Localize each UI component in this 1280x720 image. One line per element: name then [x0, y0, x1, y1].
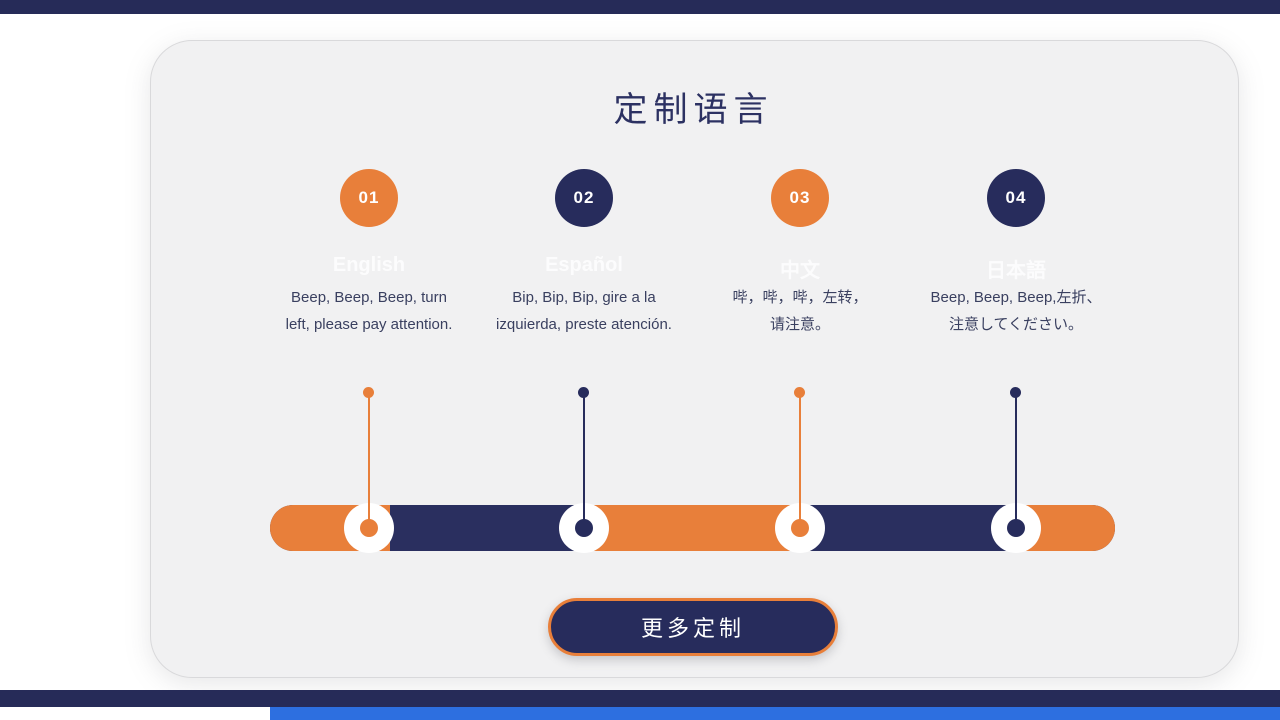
timeline-marker-dot: [1007, 519, 1025, 537]
description-line: 哔，哔，哔，左转，: [732, 289, 868, 306]
timeline-top-dot: [794, 387, 805, 398]
timeline-stem: [583, 397, 585, 528]
bottom-accent-line: [270, 707, 1280, 720]
language-label: English: [332, 254, 406, 276]
top-edge-strip: [0, 0, 1280, 14]
description-line: Bip, Bip, Bip, gire a la: [512, 289, 656, 306]
language-label: Español: [545, 254, 623, 276]
step-column-chinese: 03 中文 哔，哔，哔，左转， 请注意。: [694, 169, 906, 338]
step-number-badge: 01: [340, 169, 398, 227]
step-description: Bip, Bip, Bip, gire a la izquierda, pres…: [478, 284, 690, 338]
language-label: 中文: [780, 260, 820, 282]
timeline-marker-dot: [360, 519, 378, 537]
timeline-stem: [799, 397, 801, 528]
description-line: Beep, Beep, Beep,左折、: [930, 289, 1102, 306]
step-description: 哔，哔，哔，左转， 请注意。: [694, 284, 906, 338]
description-line: izquierda, preste atención.: [496, 316, 672, 333]
section-title: 定制语言: [613, 91, 774, 129]
timeline-top-dot: [363, 387, 374, 398]
timeline-marker-dot: [575, 519, 593, 537]
step-number-badge: 02: [555, 169, 613, 227]
step-description: Beep, Beep, Beep,左折、 注意してください。: [910, 284, 1122, 338]
timeline-stem: [368, 397, 370, 528]
language-section-card: [150, 40, 1239, 678]
timeline-orange-segment: [584, 505, 800, 551]
description-line: 注意してください。: [948, 316, 1084, 333]
step-number-badge: 04: [987, 169, 1045, 227]
step-column-spanish: 02 Español Bip, Bip, Bip, gire a la izqu…: [478, 169, 690, 338]
description-line: left, please pay attention.: [285, 316, 453, 333]
timeline-top-dot: [1010, 387, 1021, 398]
description-line: Beep, Beep, Beep, turn: [291, 289, 447, 306]
timeline-marker-dot: [791, 519, 809, 537]
timeline-top-dot: [578, 387, 589, 398]
description-line: 请注意。: [769, 316, 830, 333]
more-customization-button[interactable]: 更多定制: [548, 598, 838, 656]
step-description: Beep, Beep, Beep, turn left, please pay …: [263, 284, 475, 338]
timeline-stem: [1015, 397, 1017, 528]
bottom-edge-strip: [0, 690, 1280, 707]
step-number-badge: 03: [771, 169, 829, 227]
step-column-english: 01 English Beep, Beep, Beep, turn left, …: [263, 169, 475, 338]
language-label: 日本語: [986, 260, 1046, 282]
step-column-japanese: 04 日本語 Beep, Beep, Beep,左折、 注意してください。: [910, 169, 1122, 338]
